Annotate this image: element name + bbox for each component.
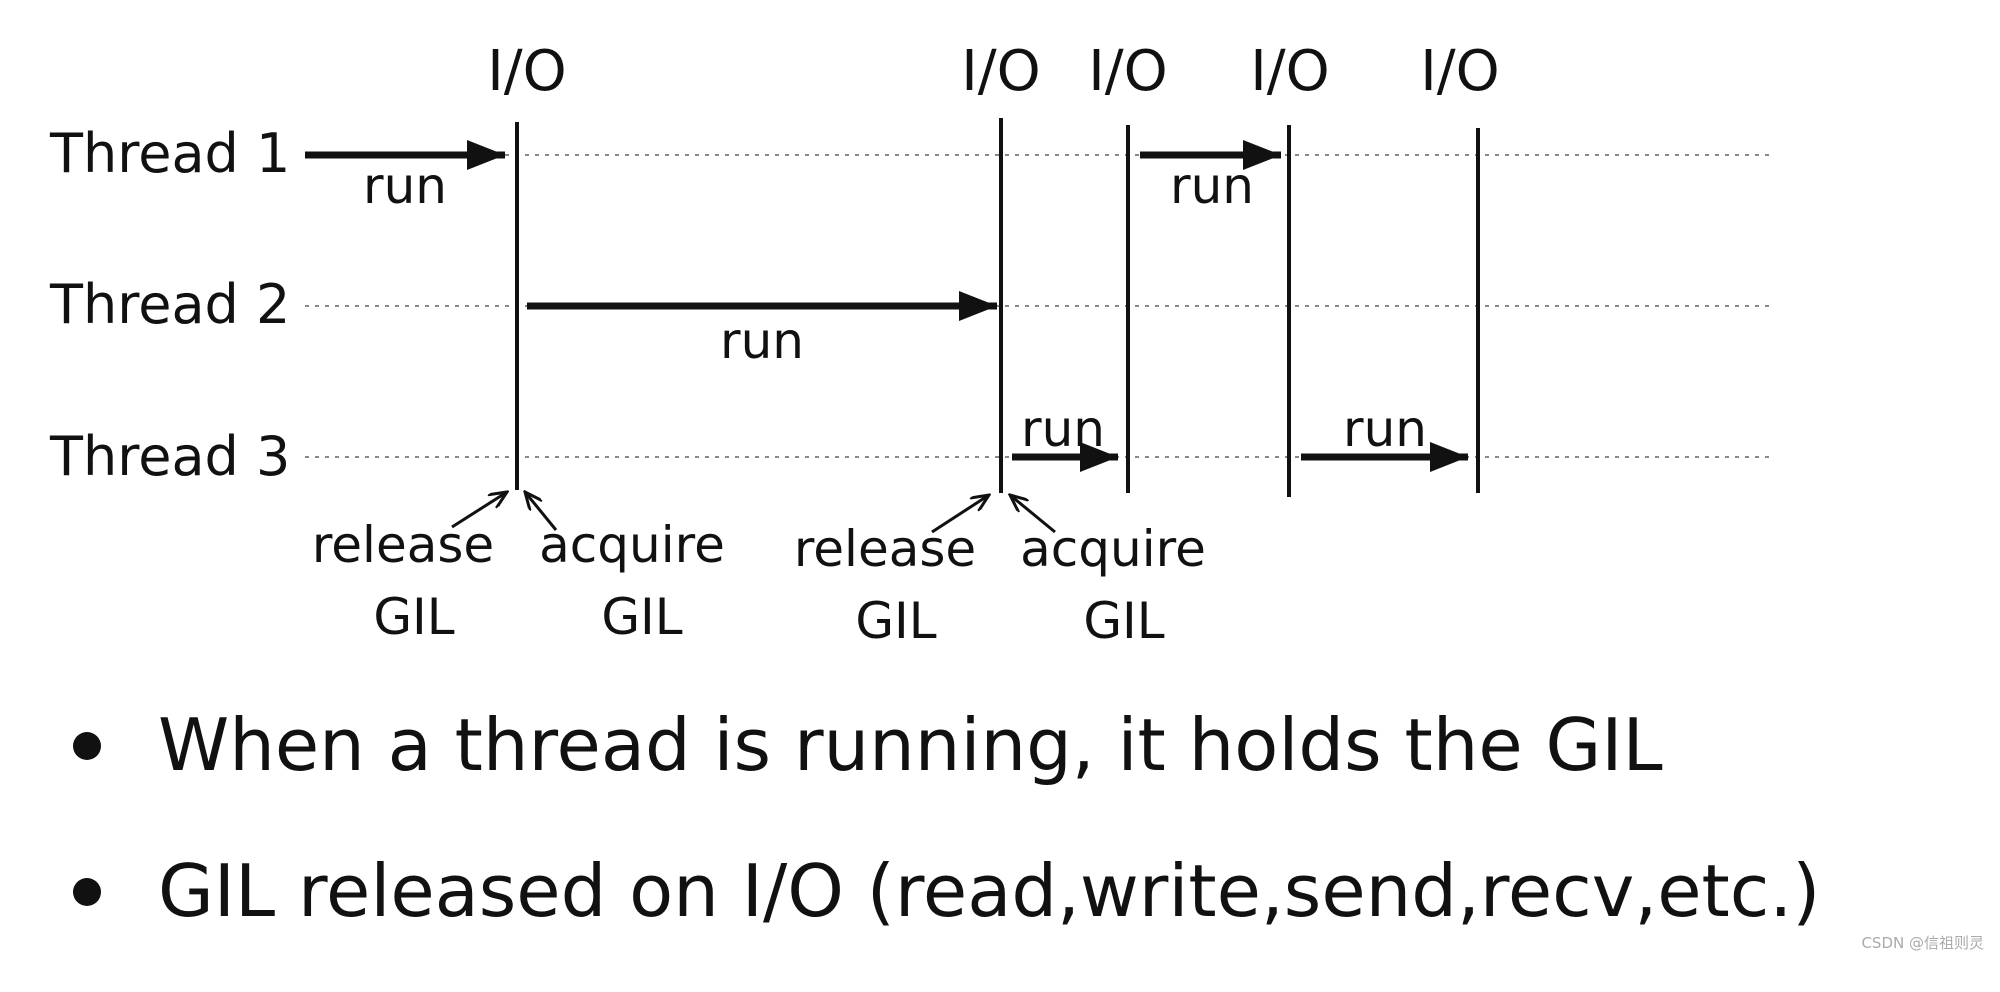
gil-event-1-line2: GIL — [373, 588, 454, 646]
io-label-4: I/O — [1250, 39, 1329, 104]
thread-label-2: Thread 2 — [49, 273, 290, 336]
gil-event-4-line2: GIL — [1083, 592, 1164, 650]
run-label-thread-1-b: run — [1170, 157, 1254, 215]
acquire-gil-pointer-2 — [1010, 495, 1056, 534]
run-label-thread-2: run — [720, 312, 804, 370]
bullet-item-released-on-io: GIL released on I/O (read,write,send,rec… — [60, 846, 1940, 936]
acquire-gil-pointer-1 — [525, 492, 558, 531]
io-label-1: I/O — [487, 39, 566, 104]
thread-label-3: Thread 3 — [49, 425, 290, 488]
gil-event-1-line1: release — [312, 516, 494, 574]
thread-label-1: Thread 1 — [49, 122, 290, 185]
bullet-item-holds-gil: When a thread is running, it holds the G… — [60, 700, 1940, 790]
io-label-3: I/O — [1088, 39, 1167, 104]
gil-thread-timeline-diagram: I/O I/O I/O I/O I/O Thread 1 Thread 2 Th… — [49, 39, 1775, 650]
run-label-thread-1-a: run — [363, 157, 447, 215]
gil-event-2-line2: GIL — [601, 588, 682, 646]
gil-event-3-line1: release — [794, 520, 976, 578]
watermark: CSDN @信祖则灵 — [1861, 934, 1984, 952]
release-gil-pointer-2 — [931, 495, 989, 534]
io-label-5: I/O — [1420, 39, 1499, 104]
bullet-list: When a thread is running, it holds the G… — [60, 700, 1940, 992]
gil-event-3-line2: GIL — [855, 592, 936, 650]
release-gil-pointer-1 — [451, 492, 507, 529]
gil-event-2-line1: acquire — [539, 516, 725, 574]
io-label-2: I/O — [961, 39, 1040, 104]
gil-event-4-line1: acquire — [1020, 520, 1206, 578]
run-label-thread-3-b: run — [1343, 400, 1427, 458]
run-label-thread-3-a: run — [1021, 400, 1105, 458]
